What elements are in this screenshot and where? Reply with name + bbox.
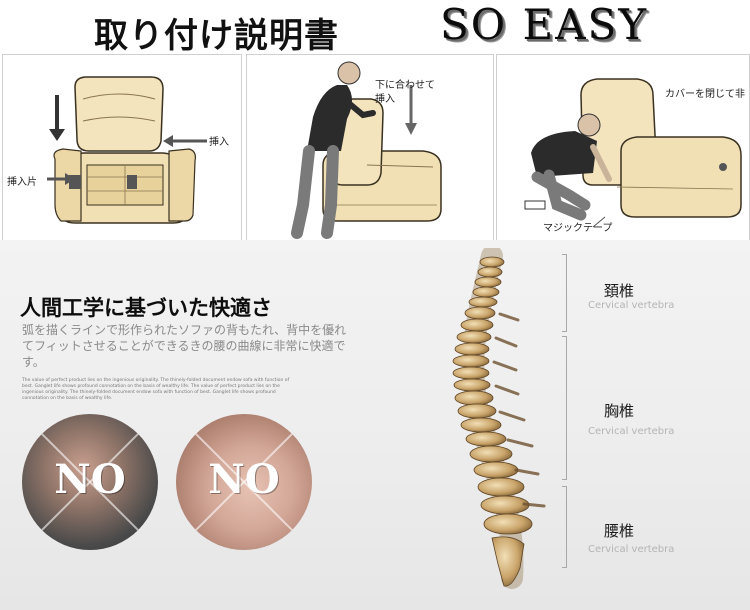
so-easy-title: SO EASY [440,0,649,49]
spine-illustration [452,248,546,589]
thoracic-bracket [562,336,567,480]
ergonomic-description: 弧を描くラインで形作られたソファの背もたれ、背中を優れてフィットさせることができ… [22,323,347,369]
no-label-2: NO [208,456,280,503]
thoracic-label: 胸椎 [604,402,635,420]
recliner-insert-illustration [47,76,207,224]
velcro-label: マジックテープ [543,223,613,234]
person-lowering-backrest-illustration [291,61,442,239]
lumbar-sub: Cervical vertebra [588,544,675,555]
lumbar-bracket [562,486,567,568]
cervical-sub: Cervical vertebra [588,300,675,311]
insert-label: 挿入 [209,137,229,148]
step-panel-1: 挿入 挿入片 [2,54,242,242]
no-label-1: NO [54,456,126,503]
manual-title: 取り付け説明書 [94,16,339,56]
step-panel-3: カバーを閉じて非 マジックテープ [496,54,750,242]
person-attaching-velcro-illustration [524,78,742,228]
ergonomic-fine-print: The value of perfect product lies on the… [22,378,290,401]
thoracic-sub: Cervical vertebra [588,426,675,437]
align-insert-instruction: 下に合わせて 挿入 [375,80,435,105]
ergonomic-section: 人間工学に基づいた快適さ 弧を描くラインで形作られたソファの背もたれ、背中を優れ… [0,240,750,610]
close-cover-label: カバーを閉じて非 [665,89,745,100]
neck-pain-photo: NO [22,414,158,550]
ergonomic-title: 人間工学に基づいた快適さ [20,296,272,320]
cervical-bracket [562,254,567,332]
cervical-label: 頚椎 [604,282,635,300]
back-pain-photo: NO [176,414,312,550]
insert-piece-label: 挿入片 [7,177,37,188]
step-panel-2: 下に合わせて 挿入 [246,54,494,242]
lumbar-label: 腰椎 [604,522,635,540]
